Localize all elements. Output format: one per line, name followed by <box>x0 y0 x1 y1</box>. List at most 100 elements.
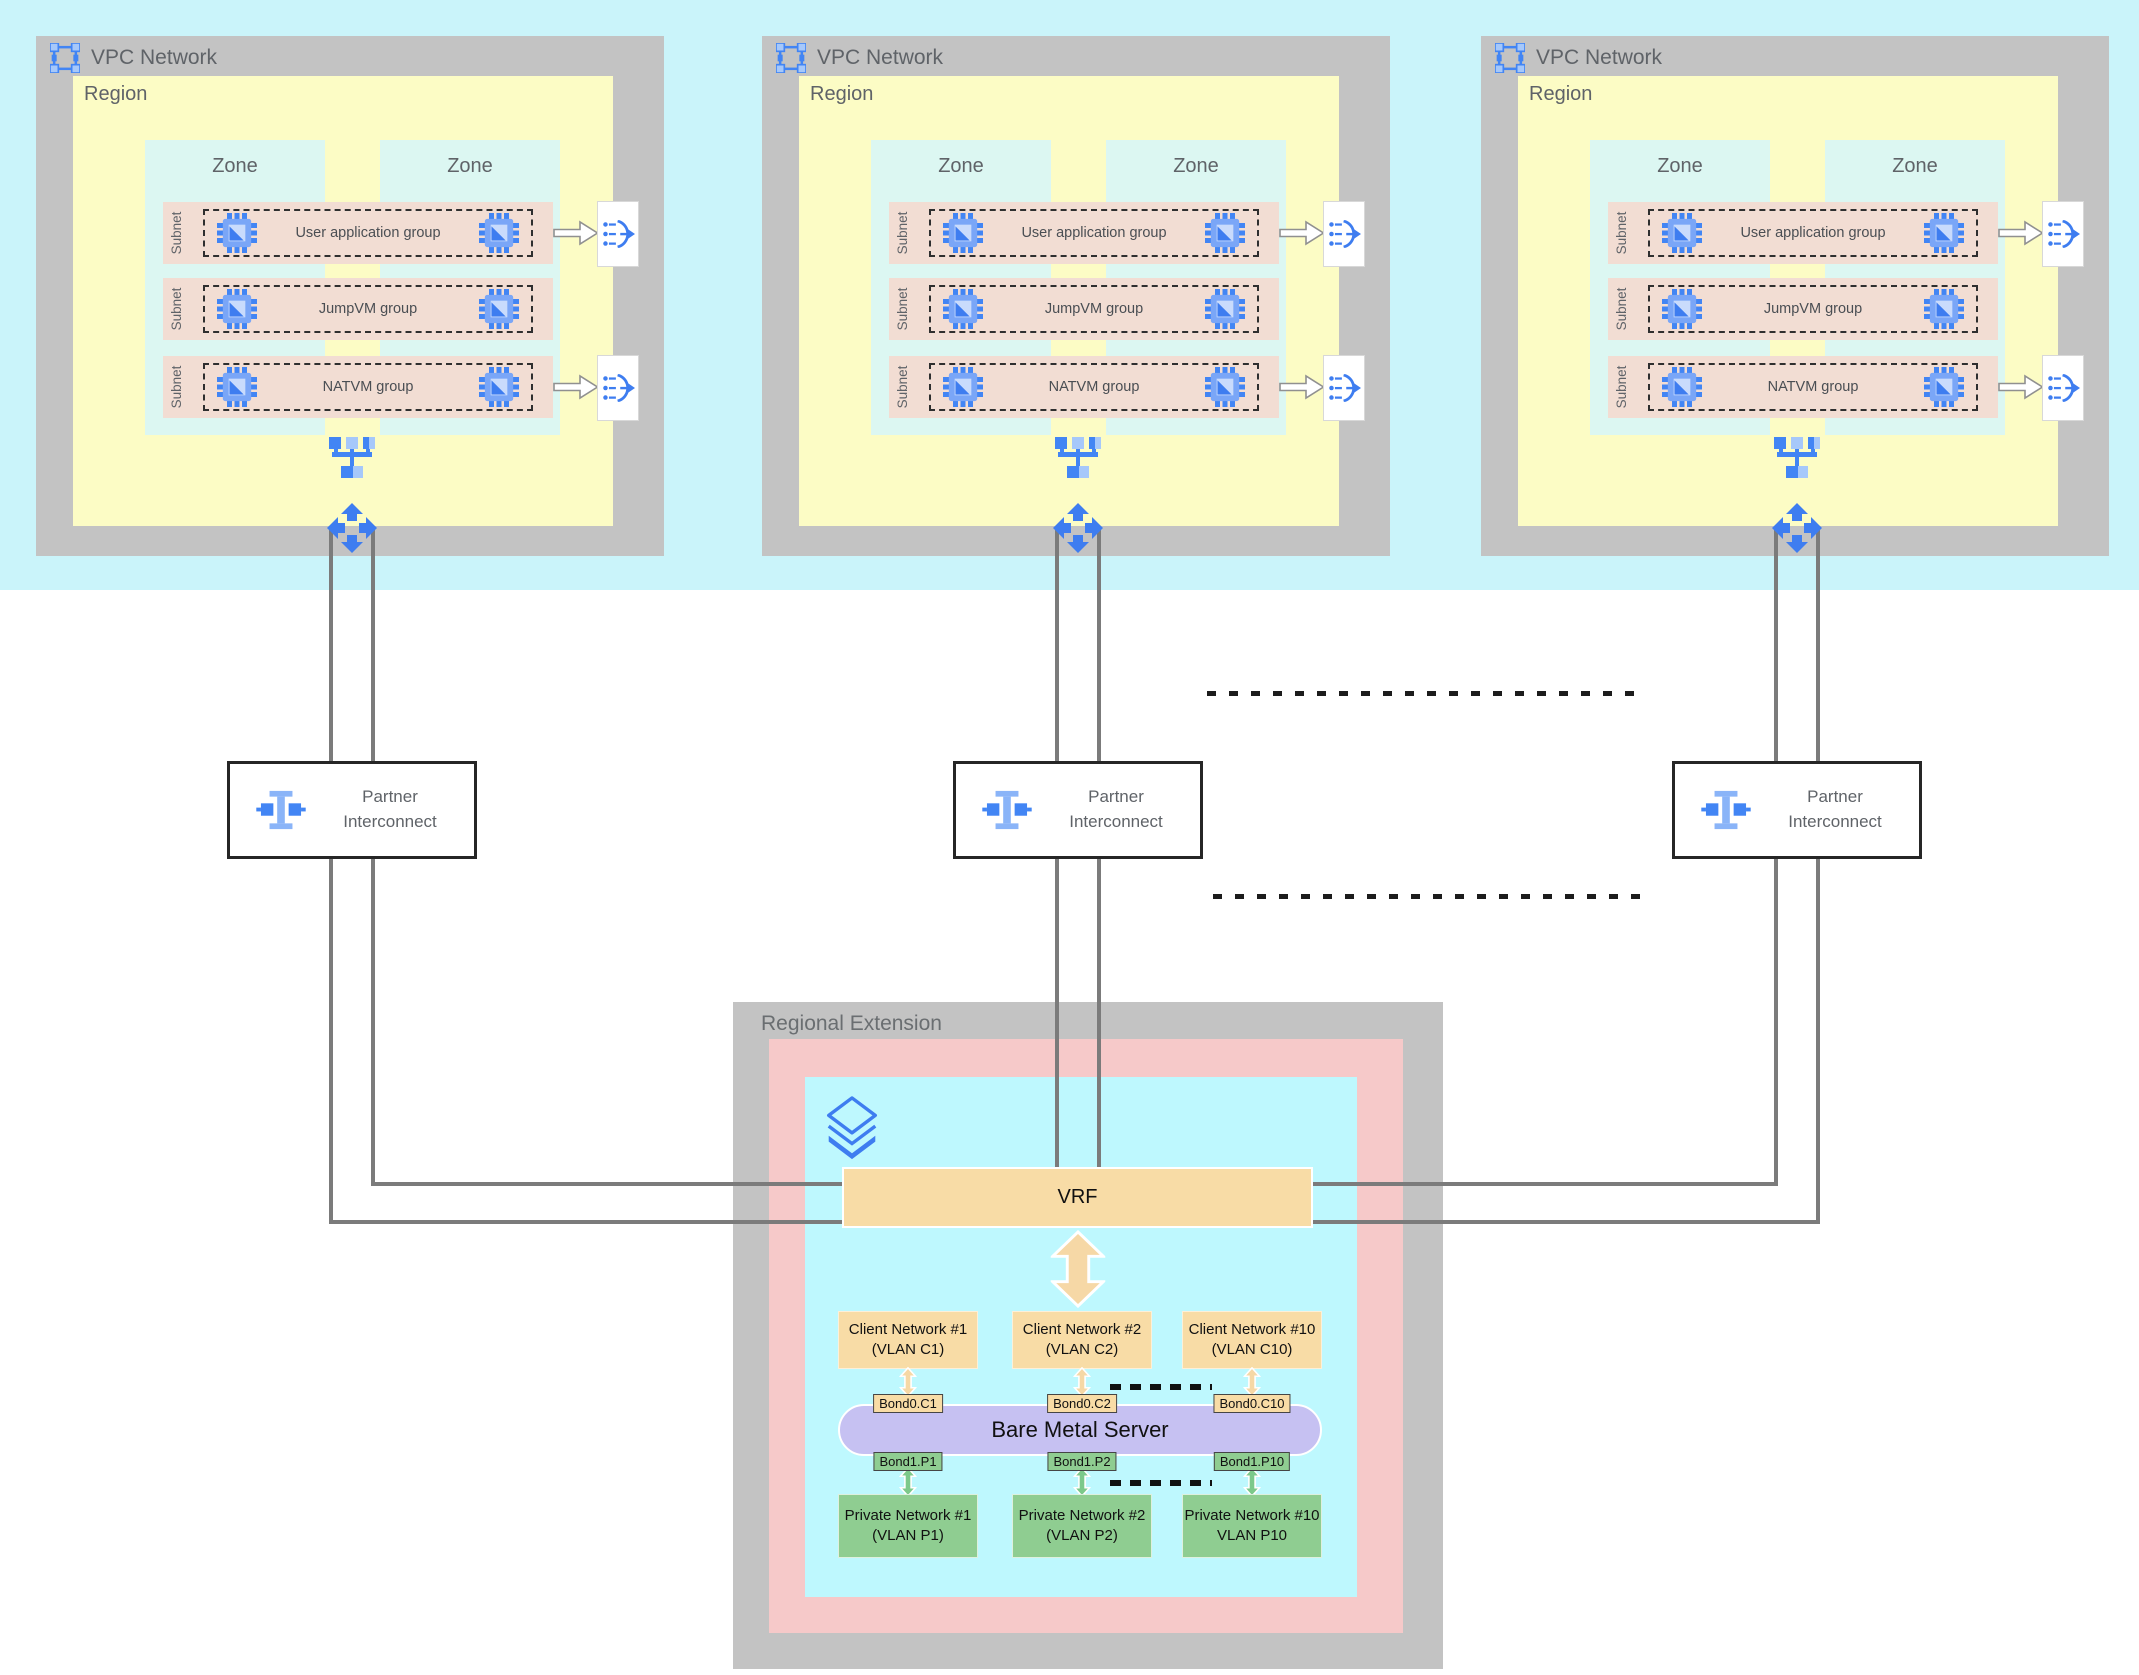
connection-line <box>371 528 375 761</box>
partner-interconnect-box: Partner Interconnect <box>1672 761 1922 859</box>
compute-vm-icon <box>1924 213 1964 253</box>
bond-label: Bond1.P1 <box>873 1452 943 1471</box>
instance-group-box: NATVM group <box>929 363 1259 411</box>
continuation-dashes <box>1213 894 1646 899</box>
vpc-network-title: VPC Network <box>1536 46 1663 69</box>
load-balancer-icon <box>2047 220 2080 248</box>
private-bond-arrow <box>1242 1467 1262 1497</box>
compute-vm-icon <box>943 213 983 253</box>
partner-interconnect-label: Partner Interconnect <box>1032 785 1200 834</box>
instance-group-label: NATVM group <box>1048 379 1140 395</box>
partner-interconnect-label-line2: Interconnect <box>343 812 437 831</box>
vpc-network-icon <box>50 43 80 73</box>
connection-line <box>1097 528 1101 761</box>
bare-metal-server-label: Bare Metal Server <box>991 1417 1169 1442</box>
continuation-dots <box>1110 1384 1212 1390</box>
private-network-name: Private Network #2 <box>1018 1507 1146 1525</box>
region-box: Region Zone Zone Subnet User application… <box>799 76 1339 526</box>
compute-vm-icon <box>1924 289 1964 329</box>
compute-vm-icon <box>1662 367 1702 407</box>
instance-group-label: JumpVM group <box>1044 301 1144 317</box>
client-network-box: Client Network #2 (VLAN C2) <box>1012 1311 1152 1369</box>
client-network-name: Client Network #2 <box>1022 1321 1142 1339</box>
egress-arrow <box>1998 220 2044 246</box>
client-network-vlan: (VLAN C2) <box>1045 1341 1119 1358</box>
private-bond-arrow <box>898 1467 918 1497</box>
connection-line <box>1055 528 1059 761</box>
client-network-vlan: (VLAN C10) <box>1211 1341 1293 1358</box>
continuation-dashes <box>1207 691 1640 696</box>
connection-line <box>371 1182 842 1186</box>
connection-line <box>1816 528 1820 761</box>
partner-interconnect-icon <box>256 789 306 831</box>
compute-vm-icon <box>479 367 519 407</box>
continuation-dots <box>1110 1480 1212 1486</box>
subnet-label: Subnet <box>169 211 184 255</box>
load-balancer-box <box>2042 201 2084 267</box>
load-balancer-box <box>2042 355 2084 421</box>
bond-label: Bond0.C2 <box>1047 1394 1117 1413</box>
region-label: Region <box>810 83 874 105</box>
egress-arrow <box>1279 374 1325 400</box>
partner-interconnect-label: Partner Interconnect <box>1751 785 1919 834</box>
compute-vm-icon <box>1662 213 1702 253</box>
subnet-label: Subnet <box>169 287 184 331</box>
connection-line <box>1313 1182 1778 1186</box>
private-network-box: Private Network #1 (VLAN P1) <box>838 1494 978 1558</box>
connection-line <box>329 859 333 1224</box>
vrf-bar: VRF <box>842 1167 1313 1228</box>
subnet-band: Subnet JumpVM group <box>889 278 1279 340</box>
cloud-router-icon <box>327 503 377 553</box>
egress-arrow <box>1279 220 1325 246</box>
load-balancer-icon <box>602 220 635 248</box>
region-label: Region <box>84 83 148 105</box>
bond-label: Bond1.P2 <box>1047 1452 1117 1471</box>
instance-group-box: JumpVM group <box>203 285 533 333</box>
subnet-band: Subnet NATVM group <box>889 356 1279 418</box>
private-network-vlan: (VLAN P1) <box>872 1527 944 1544</box>
subnet-band: Subnet NATVM group <box>1608 356 1998 418</box>
instance-group-box: NATVM group <box>203 363 533 411</box>
subnet-band: Subnet User application group <box>1608 202 1998 264</box>
load-balancer-icon <box>1328 374 1361 402</box>
partner-interconnect-icon <box>982 789 1032 831</box>
partner-interconnect-box: Partner Interconnect <box>953 761 1203 859</box>
client-network-name: Client Network #1 <box>848 1321 968 1339</box>
zone-label: Zone <box>938 155 984 177</box>
connection-line <box>329 528 333 761</box>
vpc-network-header: VPC Network <box>1495 43 1662 73</box>
instance-group-label: User application group <box>295 225 441 241</box>
load-balancer-box <box>1323 201 1365 267</box>
subnet-label: Subnet <box>895 287 910 331</box>
zone-label: Zone <box>1892 155 1938 177</box>
vpc-network-header: VPC Network <box>776 43 943 73</box>
partner-interconnect-label-line1: Partner <box>1807 787 1863 807</box>
subnet-band: Subnet User application group <box>163 202 553 264</box>
instance-group-label: User application group <box>1740 225 1886 241</box>
subnet-band: Subnet User application group <box>889 202 1279 264</box>
subnet-band: Subnet JumpVM group <box>163 278 553 340</box>
network-tree-icon <box>1774 437 1820 481</box>
subnet-band: Subnet NATVM group <box>163 356 553 418</box>
compute-vm-icon <box>943 367 983 407</box>
vrf-label: VRF <box>1057 1186 1098 1208</box>
compute-vm-icon <box>217 213 257 253</box>
partner-interconnect-label-line2: Interconnect <box>1069 812 1163 831</box>
client-bond-arrow <box>1242 1367 1262 1397</box>
connection-line <box>1774 859 1778 1186</box>
vpc-network-box: VPC Network Region Zone Zone Subnet User… <box>762 36 1390 556</box>
subnet-label: Subnet <box>1614 365 1629 409</box>
vrf-server-double-arrow <box>1050 1230 1106 1308</box>
zone-label: Zone <box>212 155 258 177</box>
vpc-network-icon <box>776 43 806 73</box>
bond-label: Bond0.C1 <box>873 1394 943 1413</box>
vpc-network-header: VPC Network <box>50 43 217 73</box>
stacked-layers-icon <box>822 1096 882 1162</box>
zone-label: Zone <box>1657 155 1703 177</box>
cloud-router-icon <box>1053 503 1103 553</box>
load-balancer-icon <box>2047 374 2080 402</box>
private-network-vlan: (VLAN P2) <box>1046 1527 1118 1544</box>
egress-arrow <box>1998 374 2044 400</box>
region-label: Region <box>1529 83 1593 105</box>
